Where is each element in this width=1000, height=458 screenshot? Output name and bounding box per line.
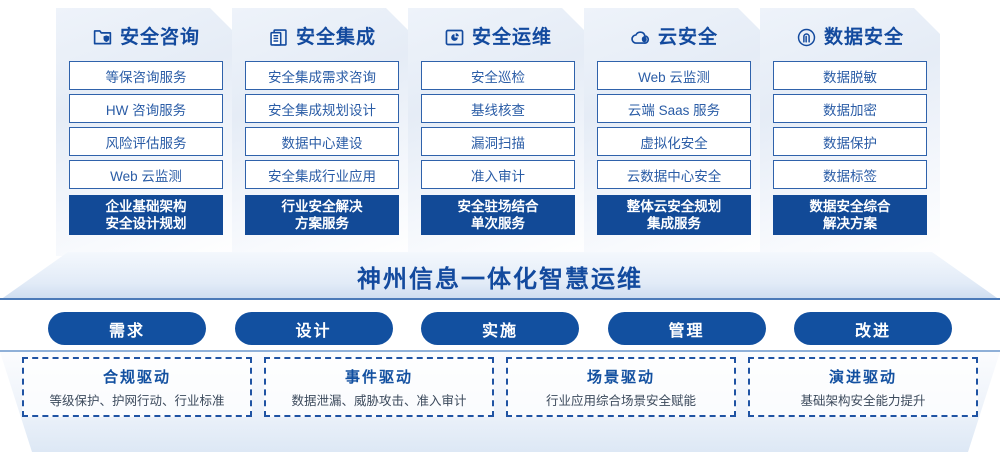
driver-title: 场景驱动 bbox=[586, 368, 655, 386]
column-content: 安全咨询 等保咨询服务 HW 咨询服务 风险评估服务 Web 云监测 企业基础架… bbox=[56, 8, 236, 256]
driver-evolution[interactable]: 演进驱动 基础架构安全能力提升 bbox=[748, 357, 978, 417]
folder-shield-icon bbox=[92, 27, 113, 48]
platform-banner-title: 神州信息一体化智慧运维 bbox=[357, 265, 643, 293]
driver-incident[interactable]: 事件驱动 数据泄漏、威胁攻击、准入审计 bbox=[264, 357, 494, 417]
lifecycle-stages: 需求 设计 实施 管理 改进 bbox=[0, 312, 1000, 345]
service-item[interactable]: 等保咨询服务 bbox=[69, 61, 223, 90]
driver-subtitle: 等级保护、护网行动、行业标准 bbox=[49, 393, 225, 408]
driver-subtitle: 行业应用综合场景安全赋能 bbox=[545, 393, 696, 408]
service-item[interactable]: 数据脱敏 bbox=[773, 61, 927, 90]
service-column-cloud-security[interactable]: 云安全 Web 云监测 云端 Saas 服务 虚拟化安全 云数据中心安全 整体云… bbox=[584, 8, 764, 256]
column-summary-line2: 集成服务 bbox=[647, 216, 701, 231]
service-column-security-integration[interactable]: 安全集成 安全集成需求咨询 安全集成规划设计 数据中心建设 安全集成行业应用 行… bbox=[232, 8, 412, 256]
fingerprint-icon bbox=[796, 27, 817, 48]
driver-compliance[interactable]: 合规驱动 等级保护、护网行动、行业标准 bbox=[22, 357, 252, 417]
service-item[interactable]: 准入审计 bbox=[421, 160, 575, 189]
column-summary[interactable]: 行业安全解决 方案服务 bbox=[245, 195, 399, 235]
service-item[interactable]: 数据中心建设 bbox=[245, 127, 399, 156]
column-title: 数据安全 bbox=[823, 26, 904, 48]
stage-pill-implementation[interactable]: 实施 bbox=[421, 312, 579, 345]
column-title: 安全咨询 bbox=[119, 26, 200, 48]
column-summary-line1: 企业基础架构 bbox=[105, 199, 187, 214]
service-column-data-security[interactable]: 数据安全 数据脱敏 数据加密 数据保护 数据标签 数据安全综合 解决方案 bbox=[760, 8, 940, 256]
monitor-chart-icon bbox=[444, 27, 465, 48]
service-item[interactable]: Web 云监测 bbox=[69, 160, 223, 189]
cloud-icon bbox=[630, 27, 651, 48]
service-item[interactable]: 基线核查 bbox=[421, 94, 575, 123]
service-item[interactable]: 风险评估服务 bbox=[69, 127, 223, 156]
column-summary[interactable]: 安全驻场结合 单次服务 bbox=[421, 195, 575, 235]
platform-banner: 神州信息一体化智慧运维 bbox=[0, 252, 1000, 300]
column-summary[interactable]: 整体云安全规划 集成服务 bbox=[597, 195, 751, 235]
service-pillars: 安全咨询 等保咨询服务 HW 咨询服务 风险评估服务 Web 云监测 企业基础架… bbox=[0, 8, 1000, 256]
column-content: 安全集成 安全集成需求咨询 安全集成规划设计 数据中心建设 安全集成行业应用 行… bbox=[232, 8, 412, 256]
column-header: 数据安全 bbox=[796, 22, 904, 52]
column-summary-line2: 单次服务 bbox=[471, 216, 525, 231]
service-item[interactable]: 虚拟化安全 bbox=[597, 127, 751, 156]
column-header: 安全集成 bbox=[268, 22, 376, 52]
column-content: 数据安全 数据脱敏 数据加密 数据保护 数据标签 数据安全综合 解决方案 bbox=[760, 8, 940, 256]
stage-pill-requirement[interactable]: 需求 bbox=[48, 312, 206, 345]
driver-title: 合规驱动 bbox=[102, 368, 171, 386]
column-header: 云安全 bbox=[630, 22, 718, 52]
column-summary[interactable]: 数据安全综合 解决方案 bbox=[773, 195, 927, 235]
column-summary-line1: 安全驻场结合 bbox=[457, 199, 539, 214]
driver-scenario[interactable]: 场景驱动 行业应用综合场景安全赋能 bbox=[506, 357, 736, 417]
stacked-documents-icon bbox=[268, 27, 289, 48]
column-title: 云安全 bbox=[657, 26, 718, 48]
service-item[interactable]: 数据加密 bbox=[773, 94, 927, 123]
service-item[interactable]: 安全巡检 bbox=[421, 61, 575, 90]
column-summary-line2: 方案服务 bbox=[295, 216, 349, 231]
stage-pill-design[interactable]: 设计 bbox=[234, 312, 393, 345]
service-column-security-consulting[interactable]: 安全咨询 等保咨询服务 HW 咨询服务 风险评估服务 Web 云监测 企业基础架… bbox=[56, 8, 236, 256]
driver-title: 事件驱动 bbox=[344, 368, 413, 386]
service-item[interactable]: HW 咨询服务 bbox=[69, 94, 223, 123]
column-summary[interactable]: 企业基础架构 安全设计规划 bbox=[69, 195, 223, 235]
service-item[interactable]: 数据保护 bbox=[773, 127, 927, 156]
driver-title: 演进驱动 bbox=[828, 368, 897, 386]
column-summary-line1: 整体云安全规划 bbox=[626, 199, 722, 214]
service-item[interactable]: 安全集成规划设计 bbox=[245, 94, 399, 123]
column-summary-line1: 行业安全解决 bbox=[281, 199, 363, 214]
service-column-security-operations[interactable]: 安全运维 安全巡检 基线核查 漏洞扫描 准入审计 安全驻场结合 单次服务 bbox=[408, 8, 588, 256]
service-item[interactable]: Web 云监测 bbox=[597, 61, 751, 90]
stage-pill-management[interactable]: 管理 bbox=[607, 312, 766, 345]
banner-baseline-divider bbox=[0, 298, 1000, 300]
driver-list: 合规驱动 等级保护、护网行动、行业标准 事件驱动 数据泄漏、威胁攻击、准入审计 … bbox=[0, 357, 1000, 419]
stage-pill-improvement[interactable]: 改进 bbox=[794, 312, 952, 345]
column-content: 安全运维 安全巡检 基线核查 漏洞扫描 准入审计 安全驻场结合 单次服务 bbox=[408, 8, 588, 256]
column-summary-line2: 解决方案 bbox=[823, 216, 877, 231]
column-summary-line1: 数据安全综合 bbox=[809, 199, 891, 214]
column-title: 安全集成 bbox=[295, 26, 376, 48]
service-item[interactable]: 漏洞扫描 bbox=[421, 127, 575, 156]
service-item[interactable]: 安全集成行业应用 bbox=[245, 160, 399, 189]
column-content: 云安全 Web 云监测 云端 Saas 服务 虚拟化安全 云数据中心安全 整体云… bbox=[584, 8, 764, 256]
service-item[interactable]: 安全集成需求咨询 bbox=[245, 61, 399, 90]
column-header: 安全运维 bbox=[444, 22, 552, 52]
column-title: 安全运维 bbox=[471, 26, 552, 48]
service-item[interactable]: 云数据中心安全 bbox=[597, 160, 751, 189]
driver-subtitle: 数据泄漏、威胁攻击、准入审计 bbox=[291, 393, 467, 408]
service-item[interactable]: 数据标签 bbox=[773, 160, 927, 189]
service-item[interactable]: 云端 Saas 服务 bbox=[597, 94, 751, 123]
base-top-divider bbox=[0, 350, 1000, 352]
column-header: 安全咨询 bbox=[92, 22, 200, 52]
column-summary-line2: 安全设计规划 bbox=[105, 216, 187, 231]
driver-subtitle: 基础架构安全能力提升 bbox=[800, 393, 926, 408]
